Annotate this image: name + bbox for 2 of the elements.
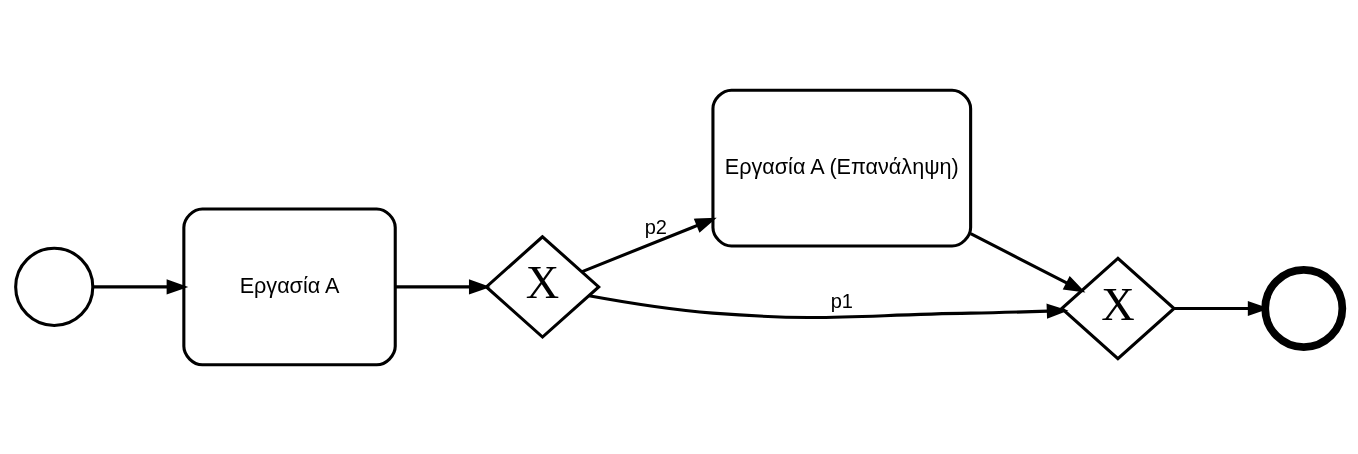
edge-label: p2 xyxy=(644,215,668,238)
edge-label: p1 xyxy=(830,289,853,312)
